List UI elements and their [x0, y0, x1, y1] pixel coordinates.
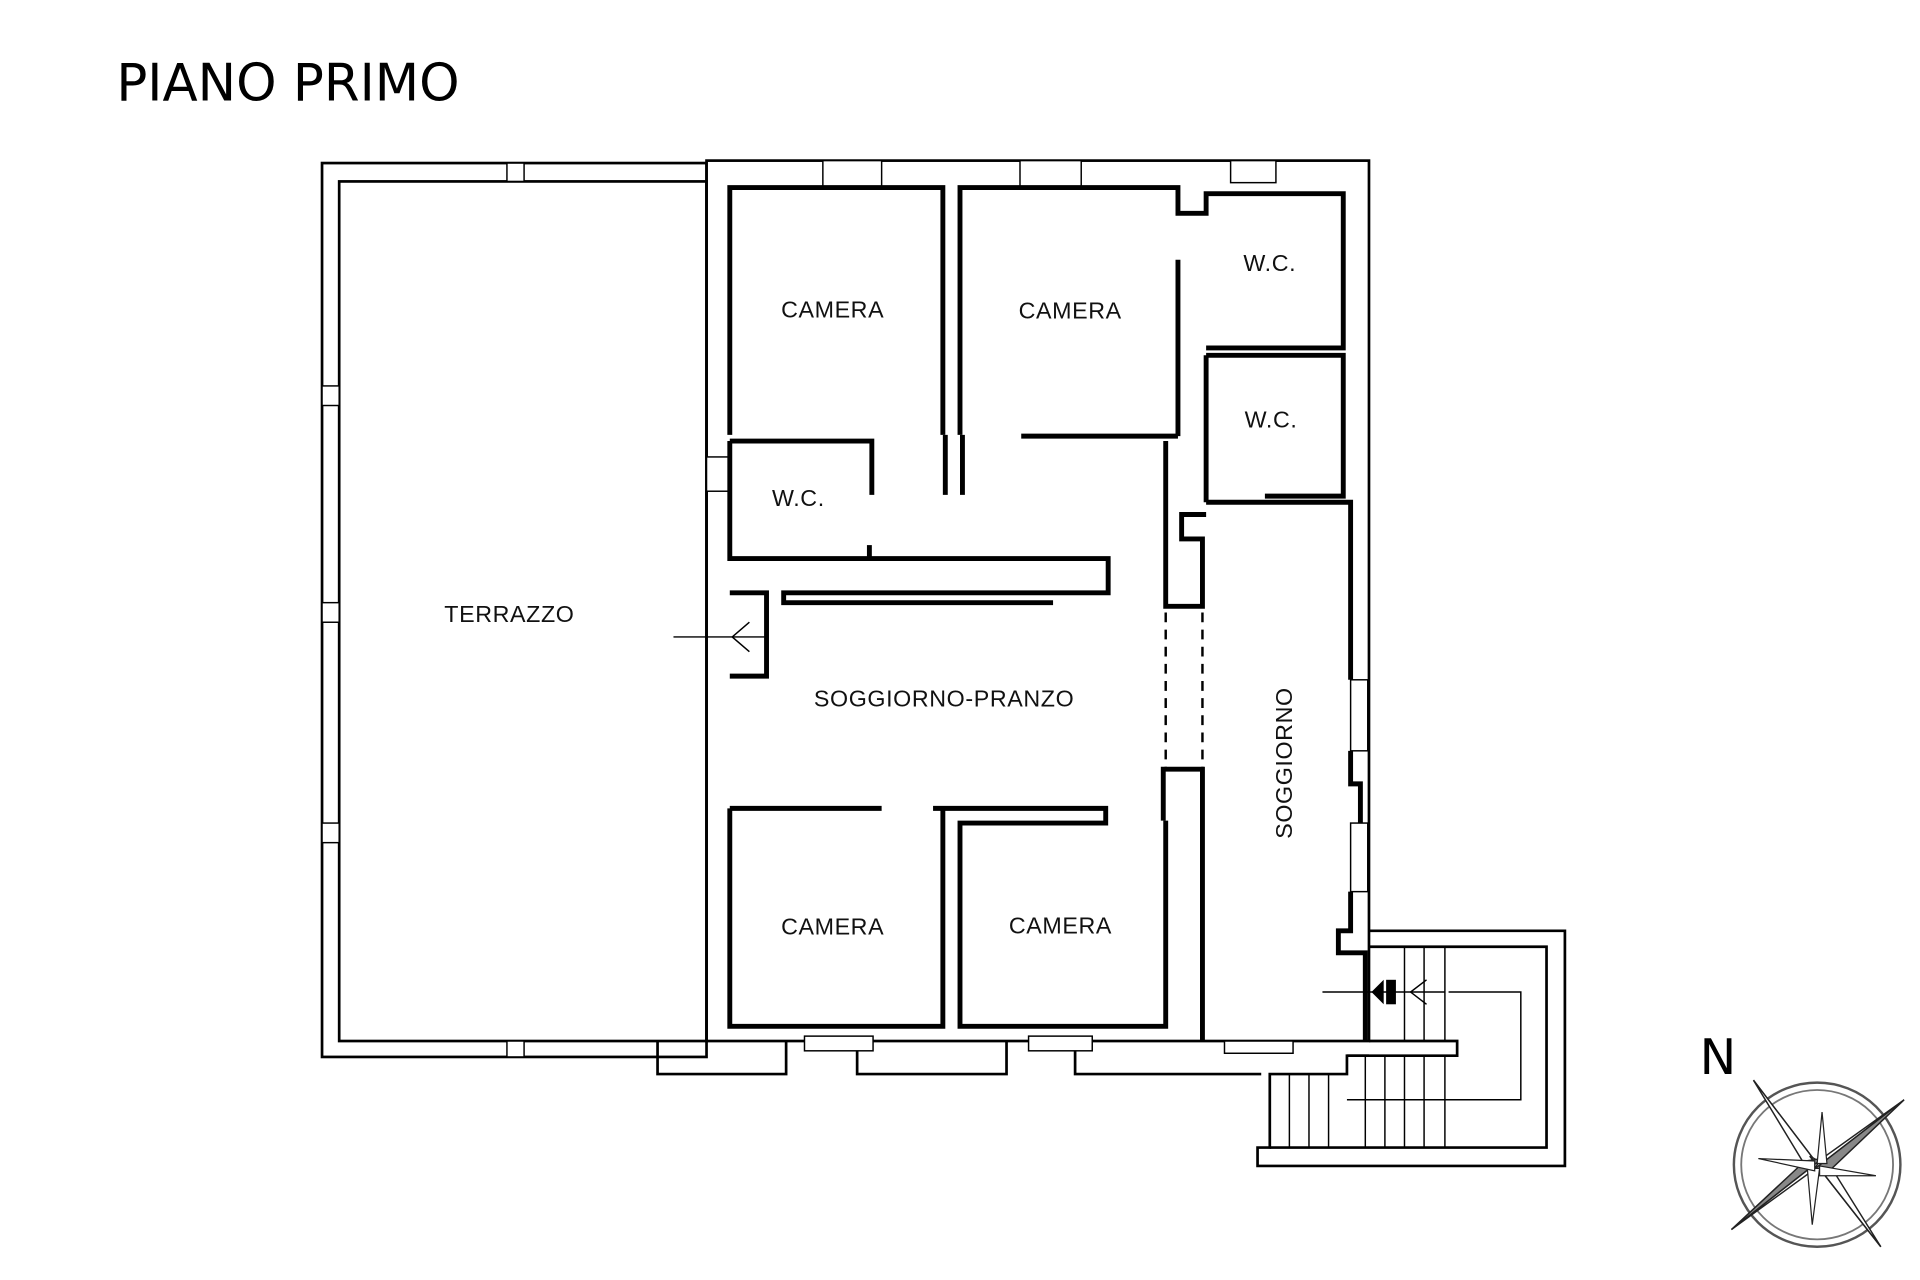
plan-title: PIANO PRIMO	[116, 54, 459, 114]
room-label-camera: CAMERA	[781, 913, 884, 939]
room-label-wc: W.C.	[1243, 250, 1296, 276]
room-label-soggiorno: SOGGIORNO	[1271, 687, 1297, 838]
room-label-wc: W.C.	[772, 485, 825, 511]
room-label-camera: CAMERA	[1009, 912, 1112, 938]
room-label-camera: CAMERA	[1019, 298, 1122, 324]
external-staircase	[1256, 929, 1567, 1168]
building-walls	[656, 159, 1371, 1076]
north-label: N	[1700, 1029, 1737, 1086]
room-label-terrazzo: TERRAZZO	[444, 601, 574, 627]
room-label-wc: W.C.	[1245, 407, 1298, 433]
compass-rose-icon: N	[1700, 1029, 1905, 1248]
room-label-camera: CAMERA	[781, 296, 884, 322]
room-label-soggiorno-pranzo: SOGGIORNO-PRANZO	[814, 686, 1074, 712]
